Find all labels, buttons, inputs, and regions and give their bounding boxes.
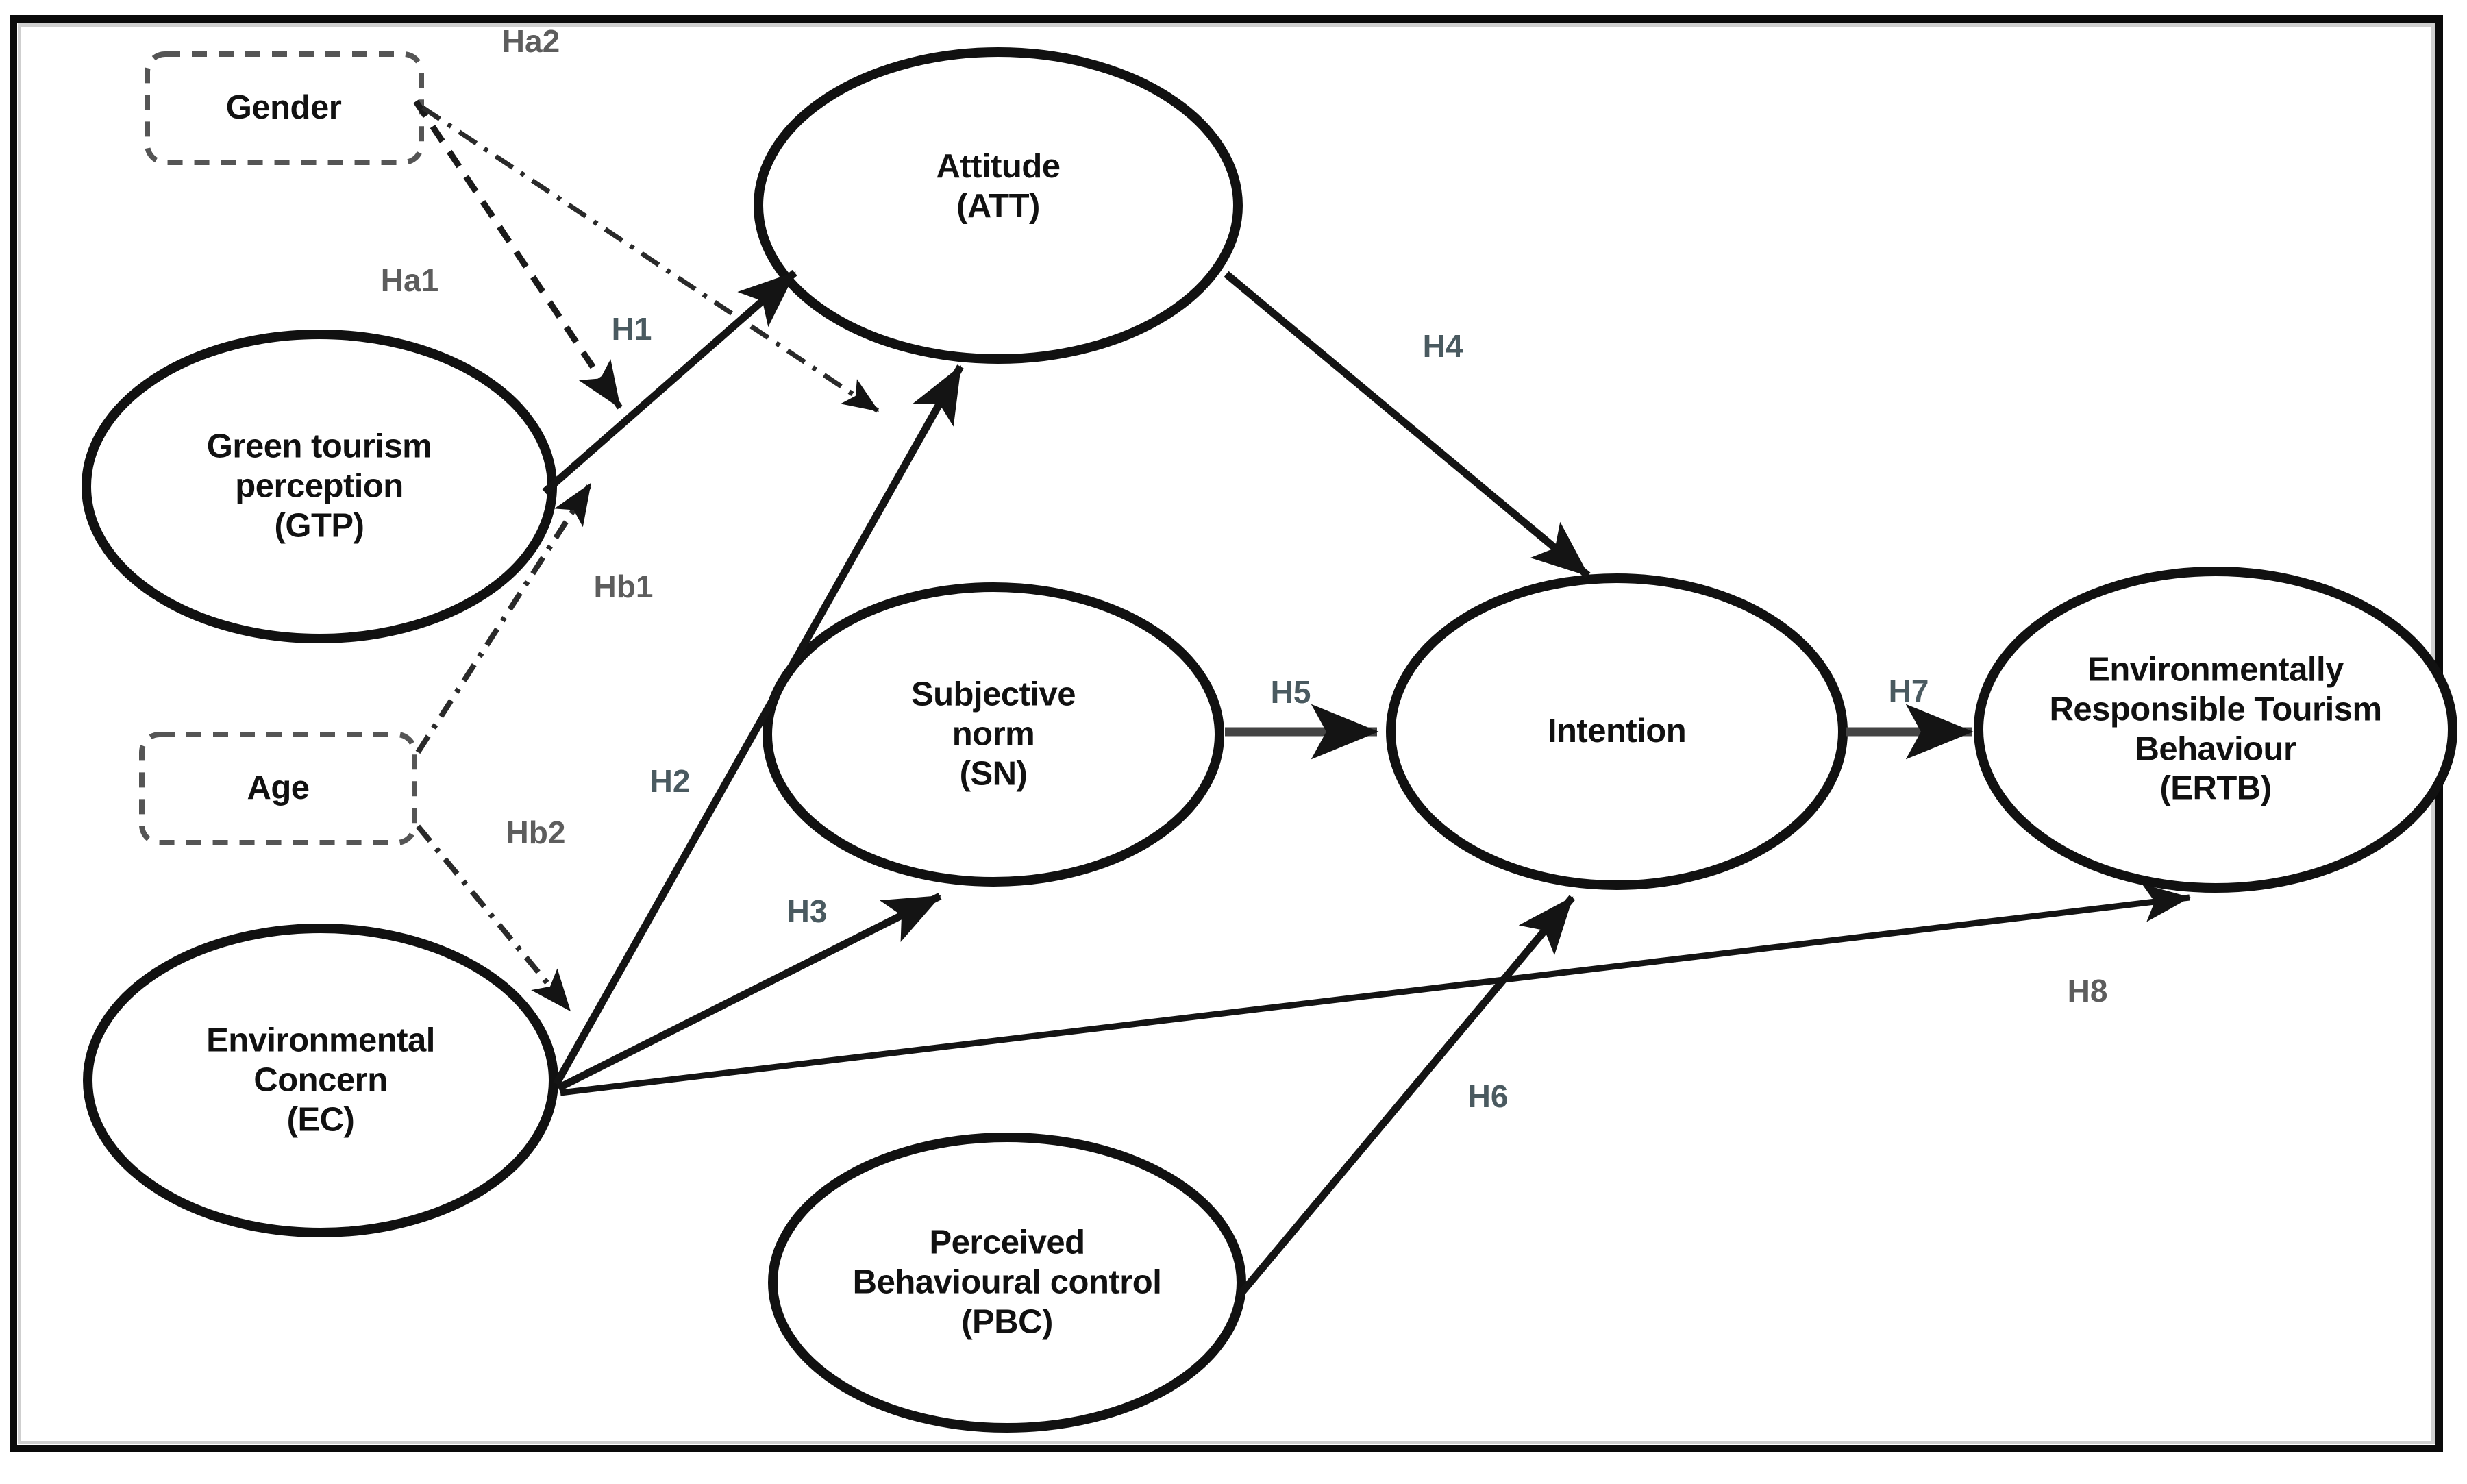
node-sn-label: Subjective norm (SN) — [911, 675, 1076, 793]
edge-label-H8: H8 — [2067, 972, 2108, 1009]
node-sn-line-2: norm — [952, 715, 1035, 753]
node-att-label: Attitude (ATT) — [936, 147, 1061, 227]
edge-label-H6: H6 — [1467, 1078, 1509, 1114]
edge-Hb2 — [415, 824, 573, 1013]
node-ertb-shape[interactable] — [1974, 567, 2457, 893]
node-ec-line-1: Environmental — [206, 1022, 435, 1059]
edge-Ha2 — [421, 106, 880, 413]
node-ertb-label: Environmentally Responsible Tourism Beha… — [2049, 650, 2382, 808]
node-gtp-line-1: Green tourism — [206, 428, 432, 465]
edge-label-H2: H2 — [649, 763, 691, 799]
node-ec-shape[interactable] — [83, 924, 558, 1237]
edge-H3 — [556, 893, 942, 1091]
edge-label-H5: H5 — [1270, 673, 1311, 710]
edge-label-H1: H1 — [611, 310, 652, 347]
node-pbc-label: Perceived Behavioural control (PBC) — [853, 1223, 1162, 1341]
node-ertb-line-4: (ERTB) — [2159, 769, 2272, 807]
edge-H8 — [560, 884, 2191, 1096]
node-sn-line-1: Subjective — [910, 676, 1076, 713]
node-pbc-line-2: Behavioural control — [852, 1263, 1162, 1301]
node-att-line-1: Attitude — [936, 148, 1061, 186]
node-ec-label: Environmental Concern (EC) — [206, 1021, 435, 1139]
node-sn-shape[interactable] — [763, 582, 1224, 887]
node-intention-shape[interactable] — [1386, 573, 1848, 890]
edge-Ha1 — [413, 99, 623, 410]
node-att-shape[interactable] — [754, 47, 1243, 364]
node-sn-line-3: (SN) — [959, 754, 1028, 792]
node-age-shape[interactable] — [139, 732, 417, 845]
edge-label-Ha1: Ha1 — [380, 262, 439, 298]
edge-H4 — [1224, 271, 1591, 579]
edge-H1 — [542, 269, 797, 495]
edge-label-Hb2: Hb2 — [506, 814, 566, 850]
node-ertb-line-3: Behaviour — [2135, 730, 2296, 767]
node-gender-label: Gender — [225, 89, 342, 127]
edge-Hb1 — [415, 482, 593, 754]
node-ertb-line-2: Responsible Tourism — [2049, 691, 2382, 728]
edge-H2 — [553, 364, 964, 1086]
node-att-line-2: (ATT) — [956, 188, 1040, 225]
node-gtp-line-3: (GTP) — [274, 506, 364, 544]
node-ec-line-3: (EC) — [286, 1100, 355, 1138]
edge-label-Ha2: Ha2 — [501, 23, 560, 59]
node-age-label: Age — [247, 769, 310, 807]
node-gtp-line-2: perception — [235, 467, 404, 505]
node-pbc-line-3: (PBC) — [961, 1302, 1053, 1340]
node-ec-line-2: Concern — [253, 1061, 388, 1099]
node-intention-line-1: Intention — [1547, 713, 1687, 750]
node-gtp-label: Green tourism perception (GTP) — [207, 427, 432, 545]
edge-H6 — [1235, 895, 1576, 1299]
node-ertb-line-1: Environmentally — [2087, 651, 2344, 689]
node-intention-label: Intention — [1547, 712, 1687, 752]
node-pbc-line-1: Perceived — [929, 1224, 1085, 1261]
edge-label-H4: H4 — [1422, 327, 1463, 364]
edge-label-H3: H3 — [786, 893, 828, 929]
edge-label-H7: H7 — [1888, 672, 1929, 708]
node-pbc-shape[interactable] — [768, 1133, 1246, 1433]
edge-label-Hb1: Hb1 — [593, 568, 654, 604]
